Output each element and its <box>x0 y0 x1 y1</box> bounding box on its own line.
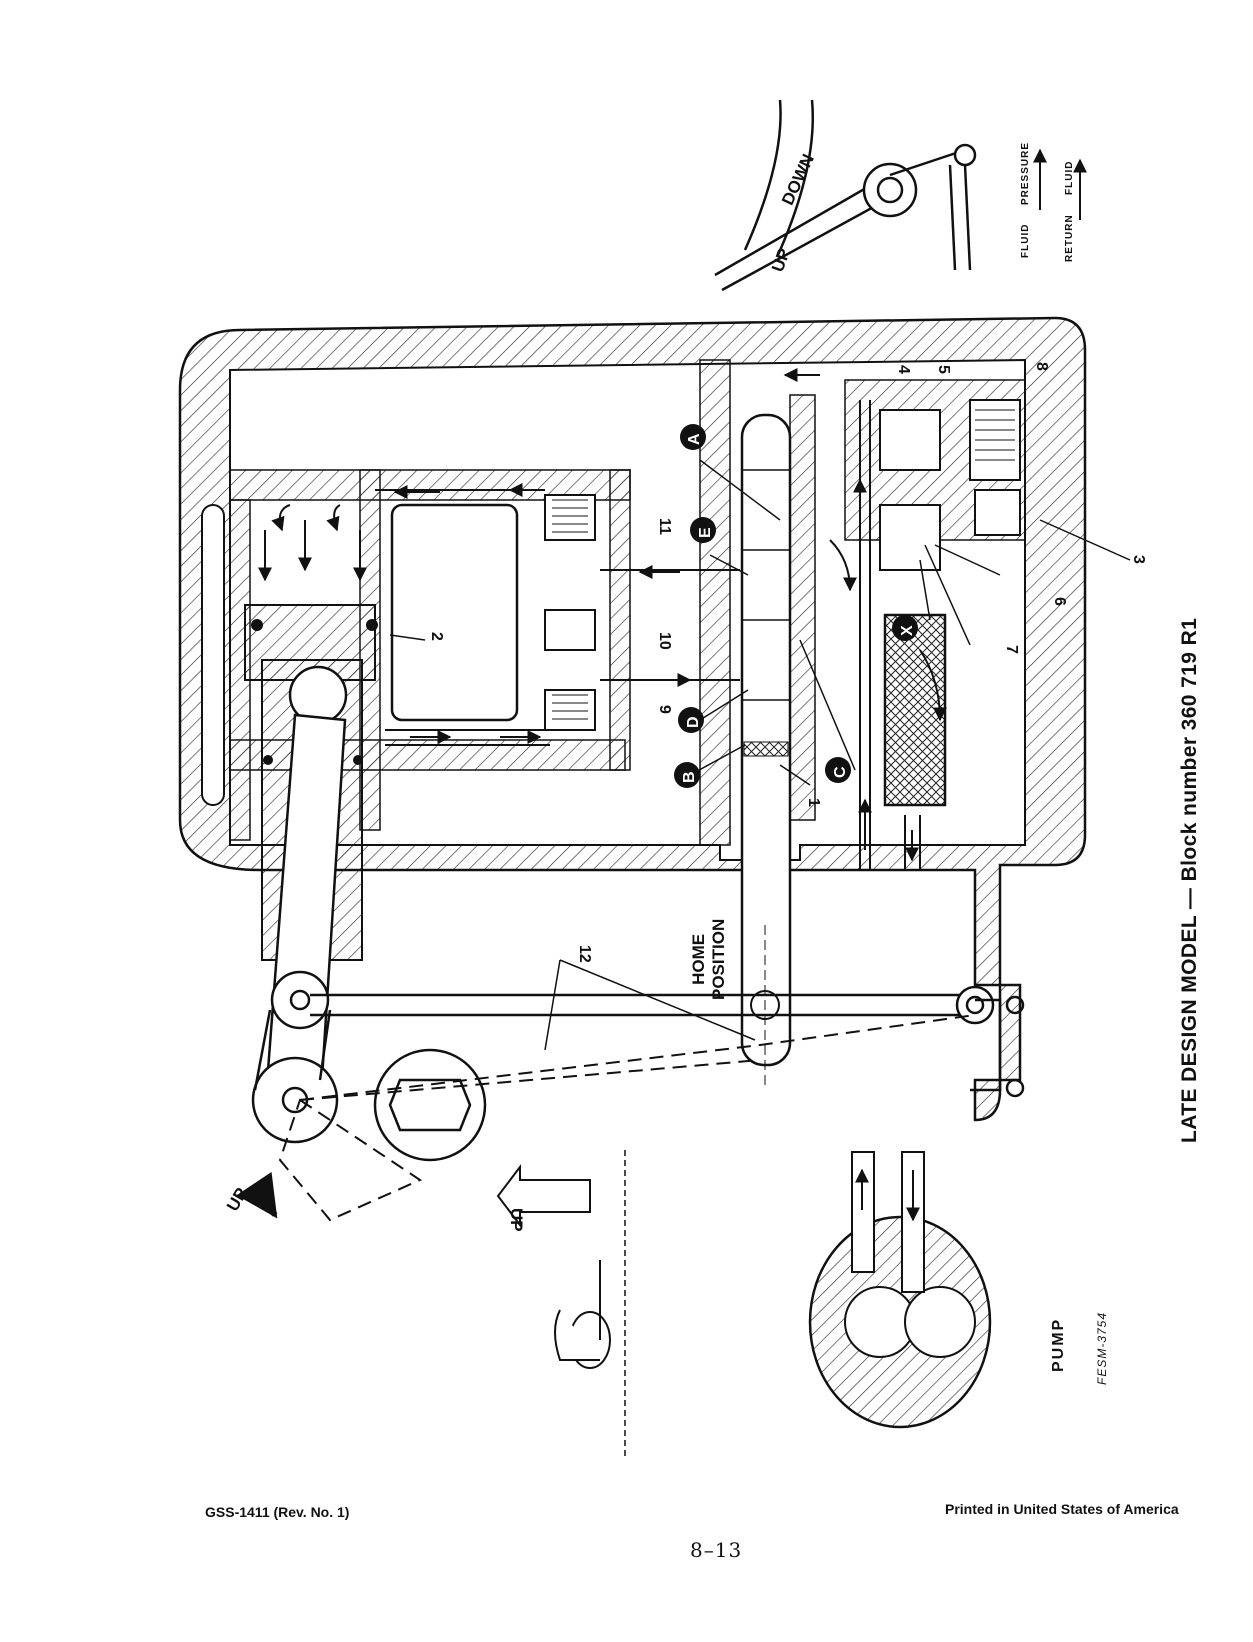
callout-x <box>892 615 918 641</box>
callout-d-label: D <box>685 716 702 728</box>
pump <box>808 1151 992 1429</box>
part-number-9: 9 <box>656 705 673 714</box>
legend-return: RETURN <box>1064 214 1075 262</box>
callout-d <box>678 707 704 733</box>
part-number-5: 5 <box>935 365 952 374</box>
seat-detail <box>554 1260 611 1369</box>
callout-b-label: B <box>681 771 698 783</box>
part-number-2: 2 <box>428 632 445 641</box>
leader-lines <box>389 459 1131 1051</box>
callout-a <box>680 424 706 450</box>
printed-notice: Printed in United States of America <box>945 1501 1179 1517</box>
part-number-6: 6 <box>1051 597 1068 606</box>
up-rotation-arrow <box>236 1171 278 1219</box>
legend-fluid-2: FLUID <box>1064 160 1075 195</box>
caption: LATE DESIGN MODEL — Block number 360 719… <box>1178 617 1201 1143</box>
callout-e-label: E <box>697 527 714 538</box>
page-number: 8–13 <box>690 1538 743 1562</box>
part-number-8: 8 <box>1033 362 1050 371</box>
oil-passages <box>375 400 921 870</box>
document-id: GSS-1411 (Rev. No. 1) <box>205 1504 350 1520</box>
part-number-11: 11 <box>656 518 673 535</box>
part-number-7: 7 <box>1003 645 1020 654</box>
callout-circles <box>674 424 918 788</box>
up-block-arrow <box>496 1164 591 1228</box>
control-spool <box>740 413 792 1090</box>
callout-b <box>674 762 700 788</box>
callout-c <box>825 757 851 783</box>
part-number-12: 12 <box>576 945 593 963</box>
legend-pressure: PRESSURE <box>1020 141 1031 205</box>
part-number-4: 4 <box>895 365 912 374</box>
home-position-line-2: POSITION <box>709 918 728 1000</box>
up-arrow-label: UP <box>507 1208 526 1232</box>
flow-arrows <box>258 368 947 862</box>
part-number-10: 10 <box>656 632 673 650</box>
linkage-12-dashed <box>278 1014 976 1222</box>
legend-fluid-1: FLUID <box>1020 223 1031 258</box>
callout-e <box>690 517 716 543</box>
home-position-label: HOME POSITION <box>689 919 729 1000</box>
home-position-line-1: HOME <box>689 933 708 985</box>
part-number-3: 3 <box>1130 555 1147 564</box>
figure-code: FESM-3754 <box>1095 1311 1109 1385</box>
callout-x-label: X <box>899 625 916 636</box>
pump-label: PUMP <box>1050 1317 1067 1372</box>
part-number-1: 1 <box>805 798 822 807</box>
filter-element <box>883 613 947 807</box>
lift-linkage <box>251 970 1025 1162</box>
flow-legend <box>1033 148 1087 220</box>
callout-c-label: C <box>832 766 849 778</box>
check-valves <box>544 399 1021 731</box>
control-lever <box>714 98 977 292</box>
callout-a-label: A <box>686 433 703 445</box>
